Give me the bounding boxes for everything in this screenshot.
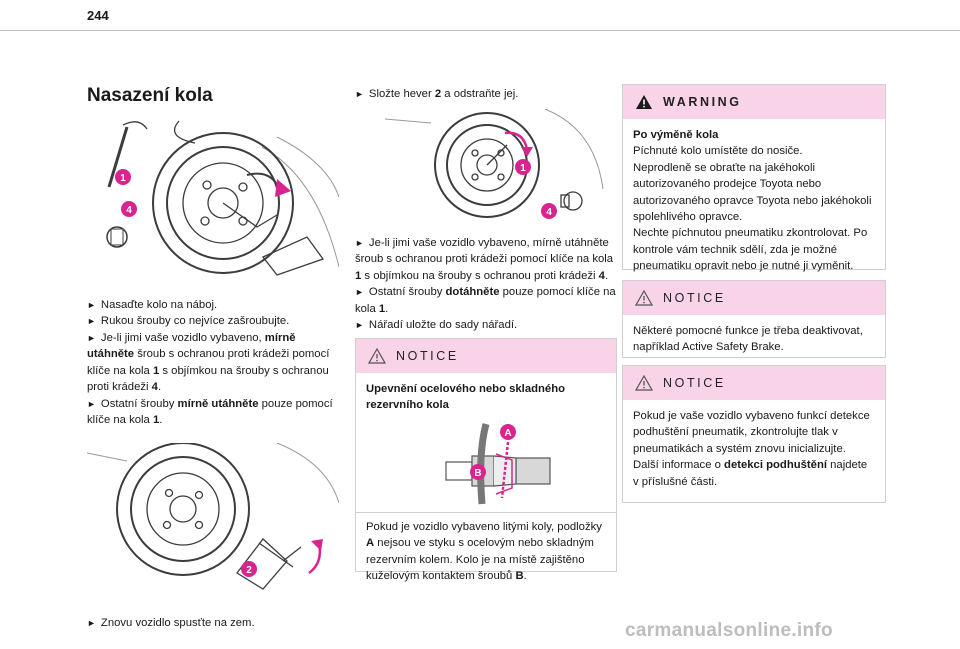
notice-label: NOTICE (396, 349, 459, 363)
warning-triangle-icon (635, 375, 653, 391)
callout-badge-2: 2 (241, 560, 257, 577)
callout-badge-4: 4 (541, 202, 557, 219)
list-item: ►Je-li jimi vaše vozidlo vybaveno, mírně… (355, 236, 614, 282)
section-title: Nasazení kola (87, 85, 213, 106)
triangle-bullet-icon: ► (87, 299, 96, 310)
triangle-bullet-icon: ► (355, 89, 364, 99)
triangle-bullet-icon: ► (355, 287, 364, 297)
lowering-steps: ►Znovu vozidlo spusťte na zem. (87, 615, 339, 632)
mounting-steps: ►Nasaďte kolo na náboj. ►Rukou šrouby co… (87, 297, 339, 429)
notice-heading: Upevnění ocelového nebo skladného rezerv… (366, 383, 565, 412)
notice-body: Upevnění ocelového nebo skladného rezerv… (356, 373, 616, 590)
list-item: ►Složte hever 2 a odstraňte jej. (355, 88, 519, 100)
wheel-bolt-diagram: A B (445, 422, 551, 505)
notice-header: NOTICE (356, 339, 616, 373)
remove-jack-steps: ►Složte hever 2 a odstraňte jej. (355, 86, 617, 103)
list-item: ►Nářadí uložte do sady nářadí. (355, 319, 518, 331)
notice-box-assist: NOTICE Některé pomocné funkce je třeba d… (622, 280, 886, 358)
warning-triangle-icon (635, 290, 653, 306)
svg-text:1: 1 (120, 173, 126, 184)
notice-text: Pokud je vozidlo vybaveno litými koly, p… (366, 520, 602, 583)
page-number: 244 (87, 8, 109, 23)
warning-box: WARNING Po výměně kola Píchnuté kolo umí… (622, 84, 886, 272)
tightening-steps: ►Je-li jimi vaše vozidlo vybaveno, mírně… (355, 235, 617, 334)
callout-badge-A: A (500, 423, 516, 440)
svg-text:4: 4 (126, 205, 132, 216)
callout-badge-B: B (470, 463, 486, 480)
list-item: ►Ostatní šrouby dotáhněte pouze pomocí k… (355, 286, 616, 315)
svg-text:1: 1 (520, 163, 526, 174)
wheel-mounting-illustration: 1 4 (106, 120, 339, 276)
list-item: ►Nasaďte kolo na náboj. (87, 298, 218, 311)
warning-triangle-icon (368, 348, 386, 364)
triangle-bullet-icon: ► (355, 237, 364, 248)
triangle-bullet-icon: ► (355, 320, 364, 330)
warning-text: Píchnuté kolo umístěte do nosiče. Neprod… (633, 145, 872, 273)
jack-lowering-illustration: 2 (87, 442, 339, 590)
notice-box-tpms: NOTICE Pokud je vaše vozidlo vybaveno fu… (622, 365, 886, 503)
notice-body: Pokud je vaše vozidlo vybaveno funkcí de… (623, 400, 885, 496)
notice-text: Některé pomocné funkce je třeba deaktivo… (633, 325, 863, 354)
warning-header: WARNING (623, 85, 885, 119)
triangle-bullet-icon: ► (87, 617, 96, 628)
svg-text:4: 4 (546, 207, 552, 218)
top-divider (0, 30, 960, 31)
list-item: ►Ostatní šrouby mírně utáhněte pouze pom… (87, 397, 333, 427)
svg-text:A: A (504, 428, 511, 439)
column-2: ►Složte hever 2 a odstraňte jej. 1 4 ►Je… (355, 86, 617, 334)
warning-label: WARNING (663, 95, 742, 109)
warning-heading: Po výměně kola (633, 129, 719, 141)
callout-badge-4: 4 (121, 200, 137, 217)
watermark: carmanualsonline.info (625, 620, 833, 641)
notice-header: NOTICE (623, 366, 885, 400)
notice-label: NOTICE (663, 376, 726, 390)
warning-body: Po výměně kola Píchnuté kolo umístěte do… (623, 119, 885, 281)
wheel-tightening-illustration: 1 4 (384, 108, 604, 219)
list-item: ►Znovu vozidlo spusťte na zem. (87, 616, 255, 629)
triangle-bullet-icon: ► (87, 316, 96, 326)
svg-text:2: 2 (246, 565, 252, 576)
list-item: ►Je-li jimi vaše vozidlo vybaveno, mírně… (87, 331, 330, 394)
svg-text:B: B (474, 468, 481, 479)
column-1: Nasazení kola 1 (87, 85, 339, 632)
callout-badge-1: 1 (515, 158, 531, 175)
notice-header: NOTICE (623, 281, 885, 315)
triangle-bullet-icon: ► (87, 332, 96, 343)
list-item: ►Rukou šrouby co nejvíce zašroubujte. (87, 315, 290, 327)
triangle-bullet-icon: ► (87, 398, 96, 409)
notice-box-spare-wheel: NOTICE Upevnění ocelového nebo skladného… (355, 338, 617, 582)
warning-triangle-icon (636, 95, 652, 109)
callout-badge-1: 1 (115, 168, 131, 185)
notice-body: Některé pomocné funkce je třeba deaktivo… (623, 315, 885, 362)
notice-label: NOTICE (663, 291, 726, 305)
notice-text: Pokud je vaše vozidlo vybaveno funkcí de… (633, 410, 870, 488)
